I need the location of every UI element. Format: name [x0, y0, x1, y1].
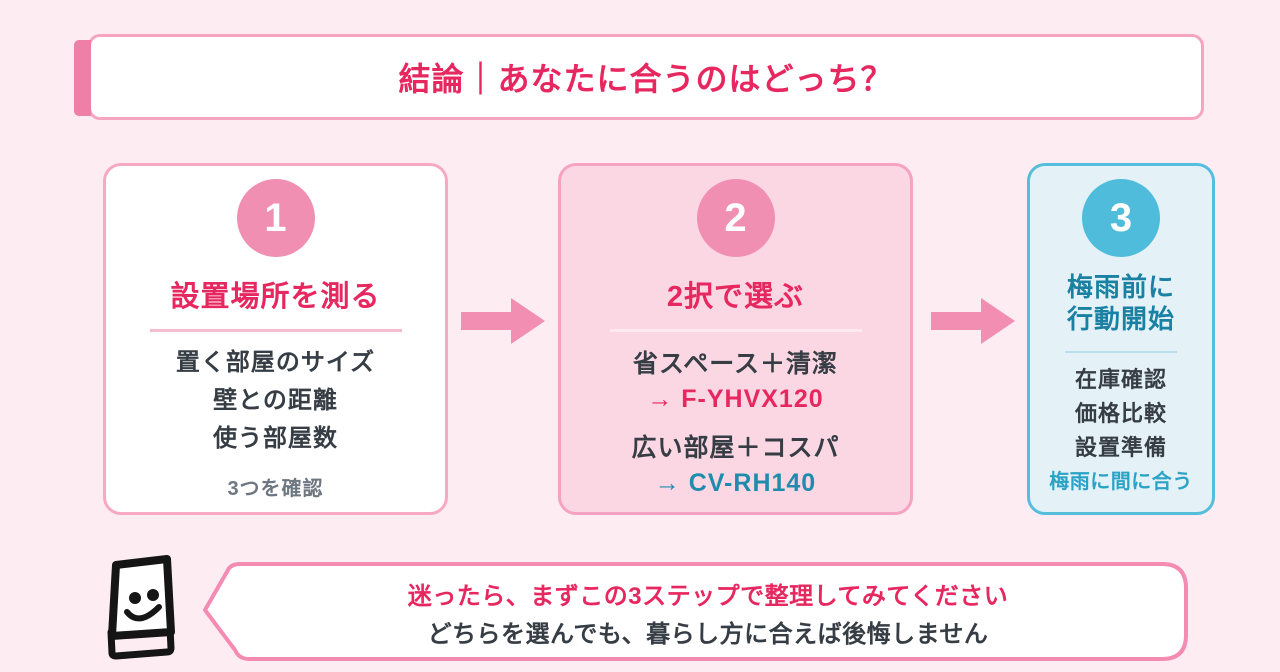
choice-option-2: 広い部屋＋コスパ → CV-RH140	[631, 431, 839, 501]
step-card-3: 3 梅雨前に 行動開始 在庫確認 価格比較 設置準備 梅雨に間に合う	[1027, 163, 1215, 515]
step-3-highlight: 梅雨に間に合う	[1049, 471, 1193, 493]
footer-message-primary: 迷ったら、まずこの3ステップで整理してみてください	[407, 583, 1009, 610]
page-title: 結論｜あなたに合うのはどっち？	[398, 61, 894, 97]
step-1-checklist: 置く部屋のサイズ 壁との距離 使う部屋数	[176, 344, 375, 458]
step-2-number-badge: 2	[696, 179, 775, 257]
step-card-2: 2 2択で選ぶ 省スペース＋清潔 → F-YHVX120 広い部屋＋コスパ → …	[558, 163, 913, 515]
step-1-number-badge: 1	[236, 179, 315, 257]
checklist-item: 壁との距離	[213, 387, 338, 414]
step-3-checklist: 在庫確認 価格比較 設置準備 梅雨に間に合う	[1049, 363, 1193, 499]
step-3-title-line2: 行動開始	[1066, 304, 1175, 334]
checklist-item: 価格比較	[1074, 401, 1167, 426]
speech-bubble	[203, 562, 1188, 661]
footer-message-secondary: どちらを選んでも、暮らし方に合えば後悔しません	[427, 621, 989, 648]
header-banner: 結論｜あなたに合うのはどっち？	[74, 34, 1204, 120]
step-2-title: 2択で選ぶ	[666, 281, 805, 313]
step-card-1: 1 設置場所を測る 置く部屋のサイズ 壁との距離 使う部屋数 3つを確認	[103, 163, 448, 515]
checklist-item: 使う部屋数	[213, 425, 338, 452]
step-3-title-line1: 梅雨前に	[1066, 272, 1175, 302]
checklist-item: 置く部屋のサイズ	[175, 349, 376, 376]
step-1-divider	[149, 329, 402, 332]
option-2-model: → CV-RH140	[654, 469, 817, 497]
checklist-item: 在庫確認	[1074, 367, 1167, 392]
checklist-item: 設置準備	[1074, 435, 1167, 460]
arrow-right-icon	[931, 298, 1015, 344]
step-3-divider	[1065, 351, 1177, 353]
option-1-model: → F-YHVX120	[647, 385, 824, 413]
option-1-label: 省スペース＋清潔	[632, 350, 838, 378]
step-2-divider	[609, 329, 862, 332]
option-2-label: 広い部屋＋コスパ	[631, 434, 840, 462]
mascot-face-icon	[107, 555, 175, 660]
step-3-title: 梅雨前に 行動開始	[1067, 271, 1175, 335]
step-3-number-badge: 3	[1082, 179, 1160, 257]
step-1-note: 3つを確認	[227, 478, 324, 500]
step-1-title: 設置場所を測る	[170, 281, 381, 313]
arrow-right-icon	[461, 298, 545, 344]
choice-option-1: 省スペース＋清潔 → F-YHVX120	[633, 347, 838, 417]
